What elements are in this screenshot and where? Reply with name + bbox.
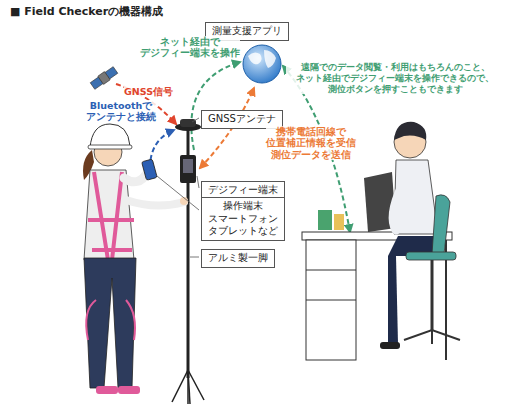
annotation-text: ネット経由で デジフィー端末を操作 (140, 36, 240, 59)
figure-title: ■ Field Checkerの機器構成 (10, 4, 163, 19)
digifie-terminal (180, 155, 196, 183)
survey-pole (172, 128, 204, 404)
surveyor-figure (83, 124, 188, 394)
signal-label: GNSS信号 (124, 86, 173, 97)
box-text: GNSSアンテナ (208, 113, 276, 126)
annotation-text: 携帯電話回線で 位置補正情報を受信 測位データを送信 (266, 126, 356, 160)
box-text: 操作端末 スマートフォン タブレットなど (208, 200, 278, 238)
gnss-antenna (175, 119, 201, 131)
globe-icon (243, 45, 281, 83)
part-label-box: 操作端末 スマートフォン タブレットなど (201, 197, 285, 241)
satellite-icon (90, 66, 119, 90)
box-text: アルミ製一脚 (208, 252, 268, 265)
net-control-arrow (191, 62, 240, 150)
bluetooth-arrow (150, 130, 174, 168)
box-text: デジフィー端末 (208, 184, 278, 197)
annotation-text: 遠隔でのデータ閲覧・利用はもちろんのこと、 ネット経由でデジフィー端末を操作でき… (286, 62, 504, 94)
annotation-text: Bluetoothで アンテナと接続 (86, 100, 156, 123)
leader-lines (157, 118, 199, 257)
part-label-box: アルミ製一脚 (201, 249, 275, 268)
